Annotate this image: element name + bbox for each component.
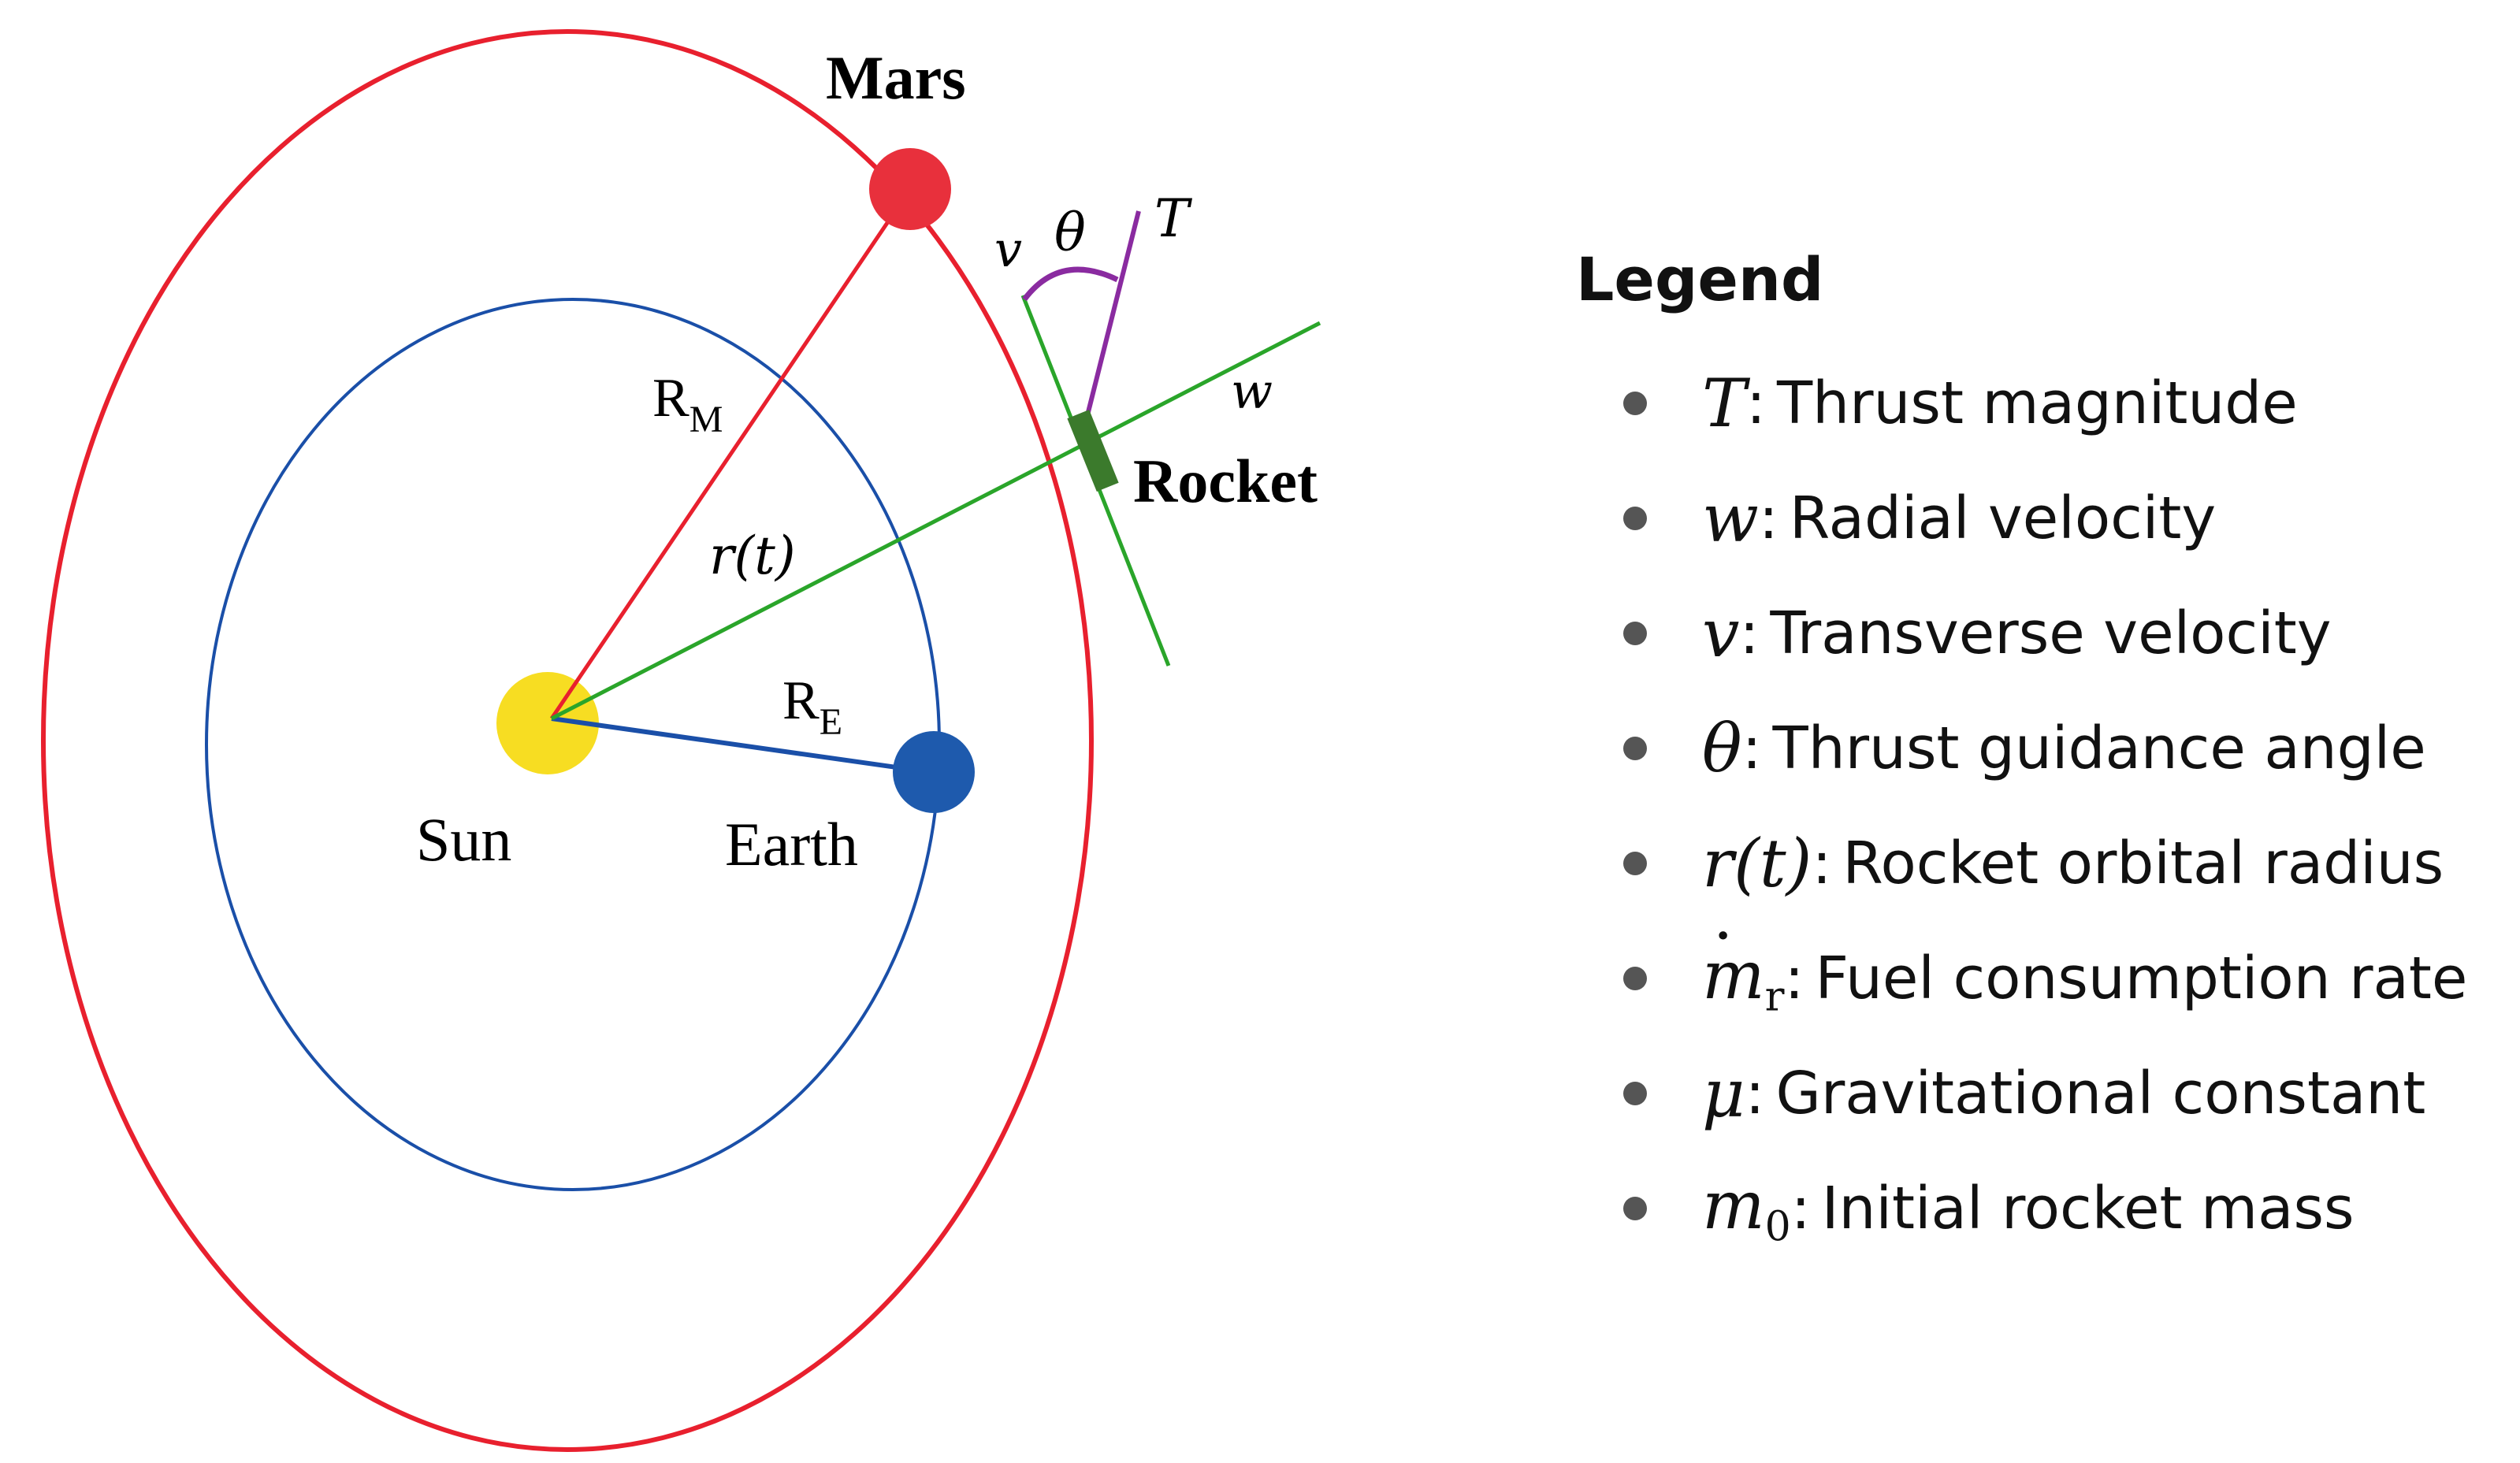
legend-item-orbital-radius: r(t): Rocket orbital radius <box>1576 806 2506 921</box>
sun <box>496 672 599 774</box>
legend-item-thrust: T: Thrust magnitude <box>1576 346 2506 461</box>
legend-text: Transverse velocity <box>1770 600 2332 667</box>
bullet-icon <box>1623 967 1647 990</box>
bullet-icon <box>1623 1082 1647 1105</box>
thrust-label: T <box>1154 188 1193 249</box>
legend-text: Radial velocity <box>1789 485 2217 552</box>
mars-planet <box>869 148 951 230</box>
transverse-velocity-label: v <box>994 221 1022 278</box>
legend-symbol: v <box>1702 595 1740 672</box>
rocket-radius-line <box>550 321 1321 721</box>
mars-radius-subscript: M <box>689 399 723 440</box>
legend-item-radial-velocity: w: Radial velocity <box>1576 461 2506 576</box>
mars-orbit <box>41 29 1094 1452</box>
legend-symbol: r(t) <box>1702 825 1812 902</box>
mars-label: Mars <box>826 43 966 112</box>
legend-symbol-subscript: 0 <box>1764 1203 1791 1251</box>
legend-symbol: mr <box>1702 899 1785 1021</box>
legend-item-guidance-angle: θ: Thrust guidance angle <box>1576 691 2506 806</box>
legend-text: Rocket orbital radius <box>1842 830 2444 897</box>
bullet-icon <box>1623 737 1647 760</box>
legend-text: Thrust magnitude <box>1776 369 2298 437</box>
legend-symbol: θ <box>1702 710 1742 787</box>
legend-item-fuel-rate: mr: Fuel consumption rate <box>1576 899 2506 1036</box>
legend-symbol: μ <box>1702 1055 1745 1132</box>
earth-radius-label: RE <box>782 670 842 743</box>
bullet-icon <box>1623 852 1647 875</box>
theta-label: θ <box>1054 202 1086 263</box>
mars-radius-line <box>549 188 912 720</box>
legend-symbol-subscript: r <box>1764 973 1785 1021</box>
theta-arc <box>1022 266 1119 302</box>
orbit-diagram: Mars Rocket Sun Earth RM RE r(t) v θ T w <box>41 29 1321 1452</box>
bullet-icon <box>1623 1197 1647 1220</box>
bullet-icon <box>1623 622 1647 645</box>
legend-item-transverse-velocity: v: Transverse velocity <box>1576 576 2506 691</box>
thrust-line <box>1083 210 1141 422</box>
legend-text: Fuel consumption rate <box>1815 945 2468 1012</box>
rocket-body <box>1067 410 1119 492</box>
earth-radius-line <box>551 716 931 774</box>
legend-text: Gravitational constant <box>1775 1060 2426 1127</box>
legend-text: Thrust guidance angle <box>1772 715 2426 782</box>
legend-symbol: w <box>1702 480 1759 557</box>
bullet-icon <box>1623 507 1647 530</box>
rocket-radius-label: r(t) <box>709 525 796 586</box>
legend-list: T: Thrust magnitude w: Radial velocity v… <box>1576 346 2506 1266</box>
earth-label: Earth <box>725 810 858 878</box>
radial-velocity-label: w <box>1231 362 1273 420</box>
legend-symbol: m0 <box>1702 1166 1791 1251</box>
legend: Legend T: Thrust magnitude w: Radial vel… <box>1576 244 2506 1266</box>
mars-radius-label: RM <box>652 368 723 440</box>
legend-symbol: T <box>1702 365 1747 442</box>
legend-item-gravitational-constant: μ: Gravitational constant <box>1576 1036 2506 1151</box>
earth-planet <box>893 731 975 813</box>
sun-label: Sun <box>416 805 511 874</box>
rocket-label: Rocket <box>1133 447 1318 515</box>
bullet-icon <box>1623 392 1647 415</box>
legend-text: Initial rocket mass <box>1821 1175 2355 1242</box>
legend-item-initial-mass: m0: Initial rocket mass <box>1576 1151 2506 1266</box>
legend-title: Legend <box>1576 244 1824 314</box>
earth-radius-subscript: E <box>820 701 842 743</box>
